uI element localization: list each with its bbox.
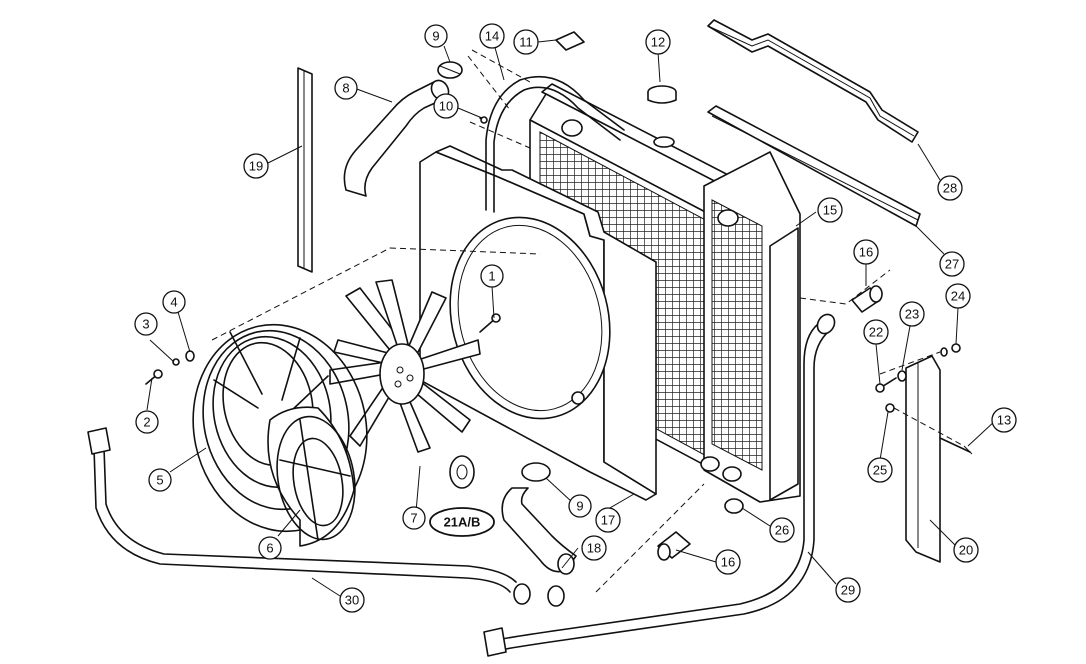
svg-text:20: 20 (959, 543, 973, 558)
callout-16-lower: 16 (715, 549, 741, 575)
side-strap-19 (297, 67, 313, 273)
fan-7 (329, 279, 481, 453)
fan-guard-6 (267, 406, 356, 547)
callout-16-upper: 16 (853, 239, 879, 265)
callout-4: 4 (162, 290, 186, 314)
svg-text:25: 25 (873, 463, 887, 478)
callout-17: 17 (595, 507, 621, 533)
svg-text:24: 24 (951, 289, 965, 304)
svg-text:30: 30 (345, 593, 359, 608)
svg-text:6: 6 (266, 541, 273, 556)
svg-text:29: 29 (841, 583, 855, 598)
svg-text:3: 3 (142, 317, 149, 332)
callout-5: 5 (148, 468, 172, 492)
bottom-bracket-27 (707, 105, 921, 227)
svg-text:11: 11 (519, 35, 533, 50)
bolt-22 (875, 377, 897, 393)
callout-1: 1 (480, 264, 504, 288)
svg-text:7: 7 (410, 511, 417, 526)
svg-text:14: 14 (485, 29, 499, 44)
svg-text:17: 17 (601, 513, 615, 528)
callout-15: 15 (817, 197, 843, 223)
overflow-tube-14 (485, 76, 625, 213)
washer-23 (897, 347, 948, 382)
svg-text:13: 13 (997, 413, 1011, 428)
washer-4 (185, 350, 195, 362)
callout-14: 14 (479, 23, 505, 49)
svg-text:19: 19 (249, 159, 263, 174)
hose-clamp-9-lower (521, 462, 551, 482)
svg-text:2: 2 (143, 415, 150, 430)
callout-9-upper: 9 (424, 24, 448, 48)
callout-11: 11 (513, 29, 539, 55)
svg-text:9: 9 (576, 499, 583, 514)
fitting-16-lower (657, 531, 691, 561)
drain-plug-26 (724, 498, 744, 514)
svg-text:5: 5 (156, 473, 163, 488)
fitting-16-upper (851, 285, 883, 313)
svg-text:9: 9 (432, 29, 439, 44)
svg-text:10: 10 (439, 99, 453, 114)
callout-12: 12 (645, 29, 671, 55)
svg-text:26: 26 (775, 523, 789, 538)
callout-13: 13 (991, 407, 1017, 433)
radiator-core-15 (529, 83, 801, 503)
svg-text:8: 8 (342, 81, 349, 96)
callout-6: 6 (258, 536, 282, 560)
nut-25 (885, 403, 895, 413)
cable-tie-13 (939, 437, 973, 455)
bolt-10 (479, 116, 488, 124)
callout-24: 24 (945, 283, 971, 309)
svg-text:16: 16 (859, 245, 873, 260)
fan-spacer-21 (449, 455, 475, 489)
callout-30: 30 (339, 587, 365, 613)
svg-text:16: 16 (721, 555, 735, 570)
callout-29: 29 (835, 577, 861, 603)
svg-text:4: 4 (170, 295, 177, 310)
radiator-cap-12 (647, 85, 677, 148)
svg-text:22: 22 (869, 325, 883, 340)
hose-30 (87, 427, 565, 607)
screw-2 (145, 369, 163, 385)
nut-24 (951, 343, 961, 353)
callout-27: 27 (939, 251, 965, 277)
callout-3: 3 (134, 312, 158, 336)
hose-29 (483, 313, 836, 657)
label-11 (555, 31, 585, 51)
svg-text:1: 1 (488, 269, 495, 284)
callout-25: 25 (867, 457, 893, 483)
svg-text:21A/B: 21A/B (444, 515, 481, 530)
callout-18: 18 (581, 535, 607, 561)
callout-20: 20 (953, 537, 979, 563)
svg-text:15: 15 (823, 203, 837, 218)
callout-21ab: 21A/B (429, 507, 495, 537)
leader-lines (146, 39, 997, 597)
washer-3 (172, 358, 180, 366)
lower-hose-18 (501, 487, 577, 575)
svg-text:18: 18 (587, 541, 601, 556)
svg-text:12: 12 (651, 35, 665, 50)
callout-26: 26 (769, 517, 795, 543)
callout-7: 7 (402, 506, 426, 530)
callout-2: 2 (135, 410, 159, 434)
callout-9-lower: 9 (568, 494, 592, 518)
callout-10: 10 (433, 93, 459, 119)
svg-text:28: 28 (943, 181, 957, 196)
svg-text:23: 23 (905, 307, 919, 322)
side-strap-20 (905, 355, 941, 563)
top-bracket-28 (707, 19, 919, 143)
fan-shroud-17 (419, 145, 657, 501)
callout-22: 22 (863, 319, 889, 345)
hose-clamp-9-upper (437, 61, 463, 79)
callout-23: 23 (899, 301, 925, 327)
callout-8: 8 (334, 76, 358, 100)
callout-28: 28 (937, 175, 963, 201)
svg-text:27: 27 (945, 257, 959, 272)
callout-19: 19 (243, 153, 269, 179)
